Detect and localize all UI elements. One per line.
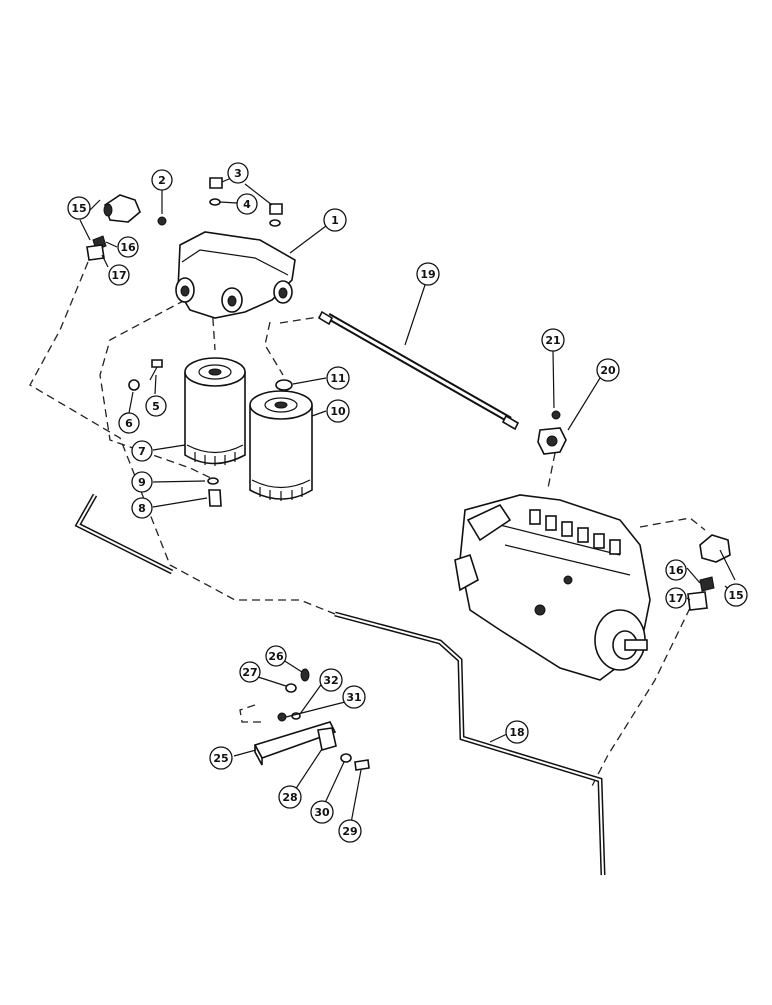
callout-4-label: 4 — [243, 198, 251, 211]
callout-30: 30 — [310, 800, 334, 824]
callout-18-label: 18 — [509, 726, 524, 739]
fuel-filter-element-7 — [184, 357, 246, 466]
callout-28: 28 — [278, 785, 302, 809]
callout-21: 21 — [541, 328, 565, 352]
callout-16-right-label: 16 — [668, 564, 684, 577]
fuel-filter-head — [175, 231, 296, 319]
callout-19: 19 — [416, 262, 440, 286]
callout-18: 18 — [505, 720, 529, 744]
callout-11: 11 — [326, 366, 350, 390]
callout-19-label: 19 — [420, 268, 435, 281]
callout-31: 31 — [342, 685, 366, 709]
callout-16-right: 16 — [665, 559, 687, 581]
callout-1: 1 — [323, 208, 347, 232]
callout-32-label: 32 — [323, 674, 338, 687]
callout-9: 9 — [131, 471, 153, 493]
small-fittings-right — [687, 534, 731, 611]
callout-2: 2 — [151, 169, 173, 191]
callout-7-label: 7 — [138, 445, 146, 458]
callout-6: 6 — [118, 412, 140, 434]
callout-26: 26 — [265, 645, 287, 667]
callout-28-label: 28 — [282, 791, 297, 804]
callout-31-label: 31 — [346, 691, 361, 704]
callout-16-left: 16 — [117, 236, 139, 258]
callout-25: 25 — [209, 746, 233, 770]
callout-15-left-label: 15 — [71, 202, 86, 215]
callout-20: 20 — [596, 358, 620, 382]
callout-5: 5 — [145, 395, 167, 417]
callout-15-right-label: 15 — [728, 589, 743, 602]
callout-26-label: 26 — [268, 650, 284, 663]
callout-10: 10 — [326, 399, 350, 423]
callout-29: 29 — [338, 819, 362, 843]
callout-27-label: 27 — [242, 666, 257, 679]
banjo-fitting-20 — [537, 410, 567, 455]
callout-21-label: 21 — [545, 334, 560, 347]
callout-15-left: 15 — [67, 196, 91, 220]
callout-1-label: 1 — [331, 214, 339, 227]
callout-7: 7 — [131, 440, 153, 462]
callout-17-left-label: 17 — [111, 269, 126, 282]
callout-8-label: 8 — [138, 502, 146, 515]
callout-4: 4 — [236, 193, 258, 215]
callout-9-label: 9 — [138, 476, 146, 489]
return-line-18 — [74, 493, 606, 876]
callout-5-label: 5 — [152, 400, 160, 413]
callout-17-left: 17 — [108, 264, 130, 286]
callout-16-left-label: 16 — [120, 241, 136, 254]
callout-25-label: 25 — [213, 752, 228, 765]
callout-29-label: 29 — [342, 825, 357, 838]
callout-3: 3 — [227, 162, 249, 184]
callout-15-right: 15 — [724, 583, 748, 607]
callout-2-label: 2 — [158, 174, 166, 187]
callout-27: 27 — [239, 661, 261, 683]
callout-10-label: 10 — [330, 405, 346, 418]
callout-17-right: 17 — [665, 587, 687, 609]
callout-30-label: 30 — [314, 806, 330, 819]
callout-32: 32 — [319, 668, 343, 692]
callout-17-right-label: 17 — [668, 592, 683, 605]
callout-11-label: 11 — [330, 372, 345, 385]
bracket-assembly — [253, 668, 370, 771]
injection-pump — [454, 494, 651, 681]
callout-6-label: 6 — [125, 417, 133, 430]
fuel-filter-element-10 — [249, 390, 313, 501]
callout-20-label: 20 — [600, 364, 616, 377]
callout-3-label: 3 — [234, 167, 242, 180]
fuel-line-19 — [317, 310, 520, 431]
callout-8: 8 — [131, 497, 153, 519]
